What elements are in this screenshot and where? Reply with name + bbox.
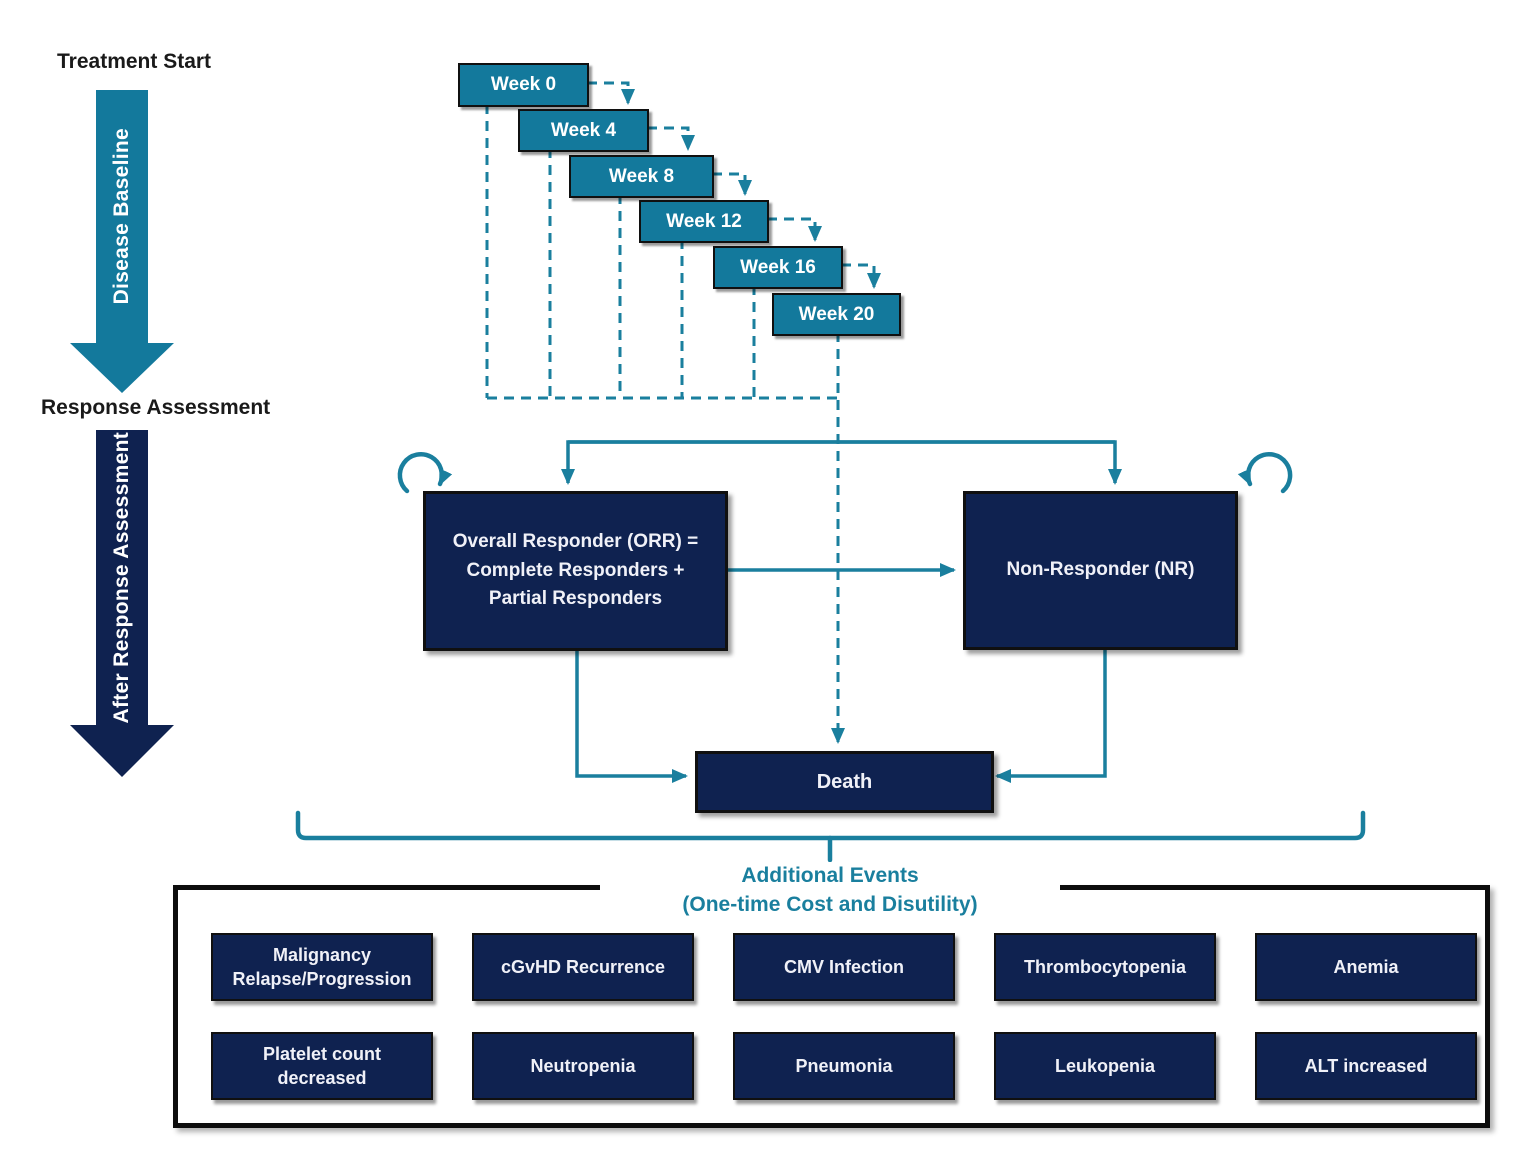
dashed-arrow-week12-week16 (767, 217, 822, 242)
orr-line-3: Partial Responders (488, 588, 663, 610)
after-response-assessment-label: After Response Assessment (110, 431, 133, 724)
disease-baseline-label: Disease Baseline (110, 128, 133, 305)
orr-line-1: Overall Responder (ORR) = (452, 531, 699, 553)
event-thrombocytopenia: Thrombocytopenia (994, 933, 1216, 1001)
week-4-box: Week 4 (518, 109, 649, 152)
additional-events-title: Additional Events (741, 864, 919, 887)
treatment-start-label: Treatment Start (57, 50, 212, 73)
dashed-arrow-week4-week8 (647, 126, 695, 151)
additional-events-caption: Additional Events (One-time Cost and Dis… (600, 862, 1060, 920)
overall-responder-box: Overall Responder (ORR) = Complete Respo… (423, 491, 728, 651)
week-20-box: Week 20 (772, 293, 901, 336)
arrow-assessment-to-nr (568, 440, 1122, 485)
orr-self-loop-arrow (397, 452, 453, 494)
death-box: Death (695, 751, 994, 813)
additional-events-brace (295, 810, 1366, 841)
week-12-box: Week 12 (639, 200, 769, 243)
event-leukopenia: Leukopenia (994, 1032, 1216, 1100)
arrow-assessment-to-orr (561, 440, 1115, 485)
week-8-box: Week 8 (569, 155, 714, 198)
nr-self-loop-arrow (1237, 452, 1293, 494)
event-neutropenia: Neutropenia (472, 1032, 694, 1100)
event-platelet-count-decreased: Platelet count decreased (211, 1032, 433, 1100)
week-0-box: Week 0 (458, 63, 589, 107)
arrow-orr-to-death (575, 647, 688, 783)
non-responder-box: Non-Responder (NR) (963, 491, 1238, 650)
additional-events-subtitle: (One-time Cost and Disutility) (682, 892, 978, 916)
event-cgvhd-recurrence: cGvHD Recurrence (472, 933, 694, 1001)
response-assessment-label: Response Assessment (41, 396, 271, 419)
event-cmv-infection: CMV Infection (733, 933, 955, 1001)
event-alt-increased: ALT increased (1255, 1032, 1477, 1100)
disease-baseline-arrowhead (70, 343, 174, 393)
orr-line-2: Complete Responders + (466, 559, 685, 581)
dashed-arrow-week16-week20 (841, 263, 881, 289)
dashed-arrow-week0-week4 (587, 81, 635, 105)
event-anemia: Anemia (1255, 933, 1477, 1001)
dashed-arrow-week8-week12 (712, 172, 752, 196)
event-malignancy-relapse-progression: Malignancy Relapse/Progression (211, 933, 433, 1001)
after-response-assessment-arrowhead (70, 725, 174, 777)
week-16-box: Week 16 (713, 246, 843, 289)
arrow-nr-to-death (995, 647, 1107, 783)
event-pneumonia: Pneumonia (733, 1032, 955, 1100)
